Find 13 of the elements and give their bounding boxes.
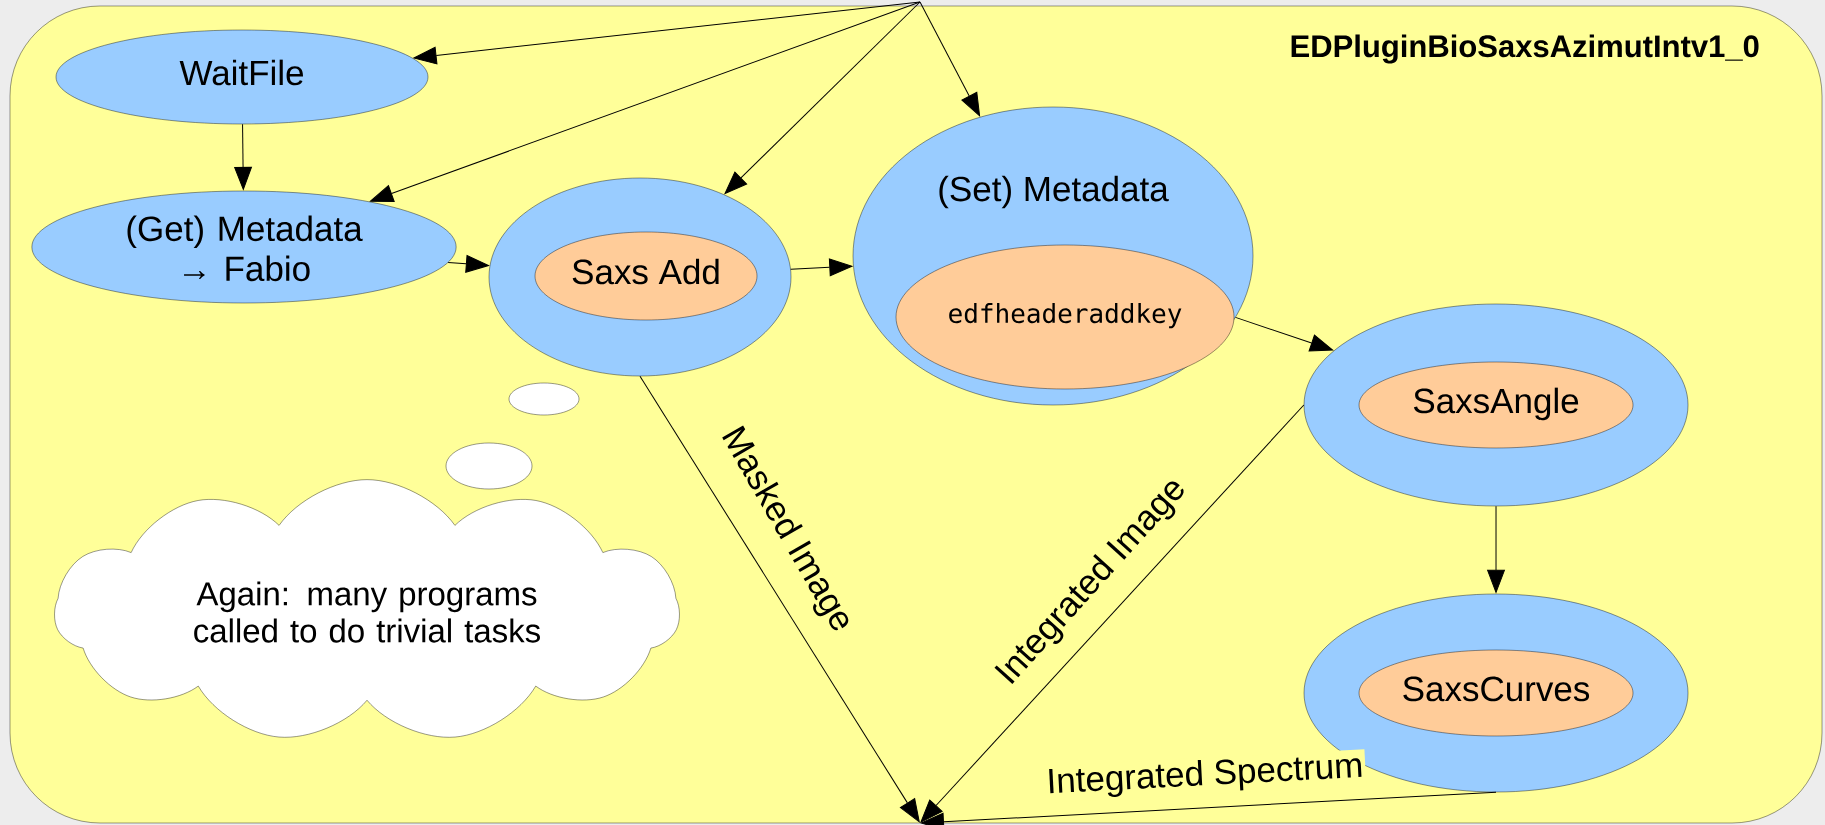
edge-label: Integrated Spectrum (1043, 749, 1367, 803)
arrow (447, 254, 489, 273)
arrow (919, 1, 981, 117)
arrow (639, 375, 920, 823)
thought-cloud: Again: many programs called to do trivial tasks (54, 479, 680, 738)
arrow (1235, 316, 1334, 352)
arrow (370, 1, 921, 202)
arrow (724, 1, 921, 194)
arrow (920, 404, 1305, 823)
arrow (920, 791, 1497, 825)
arrow (1487, 505, 1505, 593)
arrow (790, 258, 853, 277)
arrow (234, 123, 252, 190)
